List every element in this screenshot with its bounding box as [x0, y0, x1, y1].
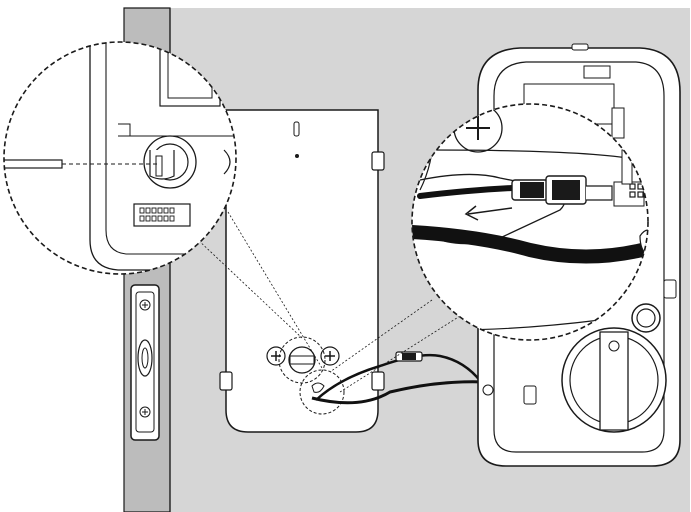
insert-direction-arrow [464, 205, 513, 221]
door-edge-plate [130, 284, 160, 441]
leader-lines-left [195, 211, 323, 369]
detail-cable-connector [411, 103, 649, 341]
interior-mounting-plate [219, 109, 385, 433]
screw-left [266, 346, 286, 366]
leader-lines-right [329, 299, 461, 393]
screw-right [320, 346, 340, 366]
cable-bundle [311, 351, 490, 405]
